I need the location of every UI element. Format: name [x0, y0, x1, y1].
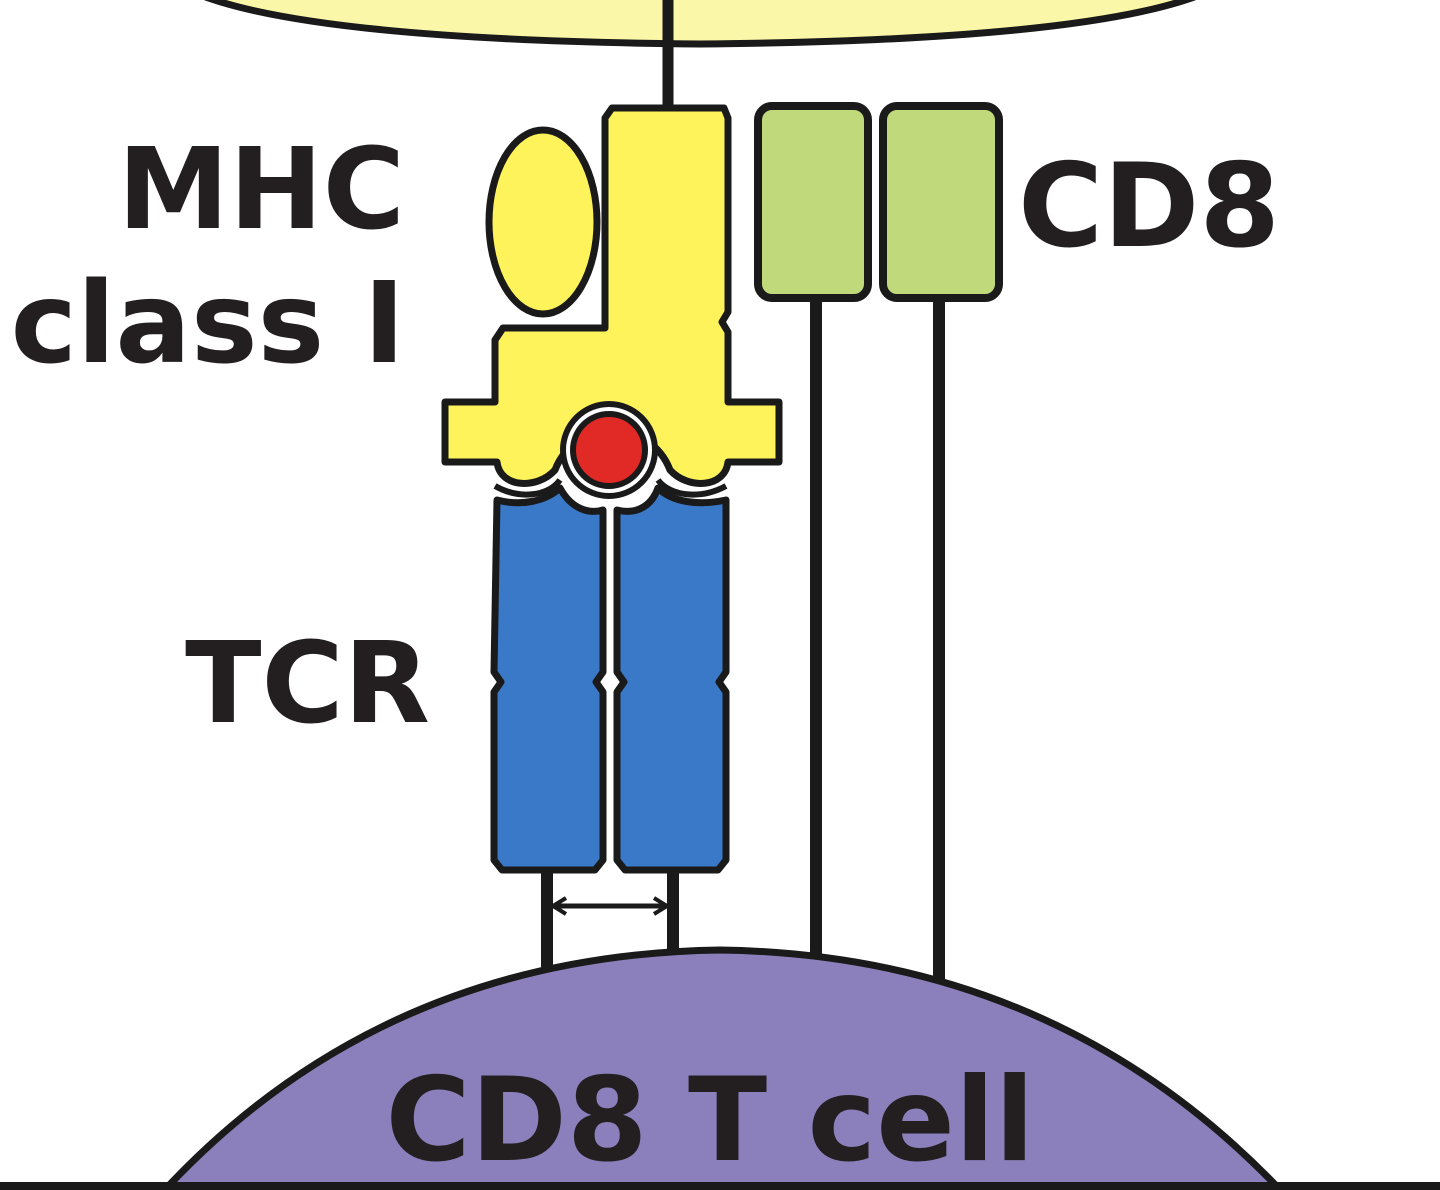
- mhc-label-line2: class I: [11, 259, 405, 389]
- tcr-beta-chain: [613, 484, 730, 874]
- t-cell-label: CD8 T cell: [386, 1053, 1035, 1188]
- cd8-label: CD8: [1018, 139, 1280, 274]
- cd8-beta-domain: [879, 102, 1003, 302]
- tcr-disulfide-arrow-left: [549, 896, 568, 916]
- tcr-alpha-chain: [490, 484, 607, 874]
- mhc-tcr-interface: [493, 477, 728, 498]
- mhc-label-line1: MHC: [118, 125, 405, 255]
- cd8-t-cell: [159, 946, 1286, 1190]
- tcr-disulfide-arrow-right: [652, 896, 671, 916]
- cd8-alpha-domain: [754, 102, 872, 302]
- antigen-presenting-cell: [203, 0, 1197, 48]
- tcr-label: TCR: [185, 619, 430, 749]
- mhc-beta2m-oval: [485, 126, 601, 318]
- peptide-icon: [570, 411, 648, 489]
